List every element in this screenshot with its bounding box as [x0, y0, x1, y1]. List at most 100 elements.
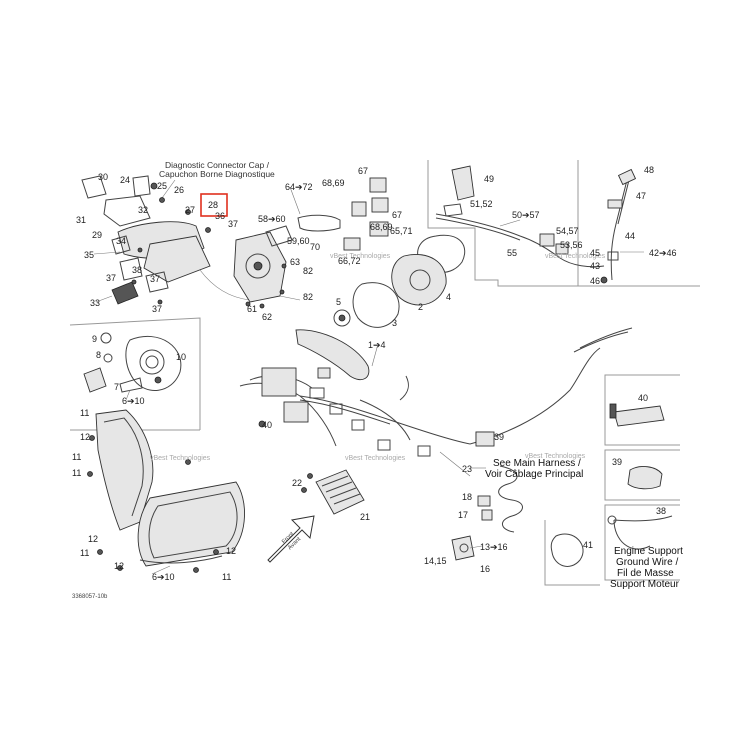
wire-42-48 [600, 168, 637, 284]
callout-65-71: 65,71 [390, 226, 413, 236]
callout-24: 24 [120, 175, 130, 185]
highlight-box-28[interactable] [200, 193, 228, 217]
panel-borders [69, 160, 700, 586]
harness-note-line-1: See Main Harness / [493, 458, 581, 469]
callout-labels: 28 24 25 26 30 31 32 27 36 37 29 34 35 3… [72, 165, 677, 582]
connector-bracket-assembly [81, 175, 251, 305]
main-harness-note: See Main Harness / Voir Câblage Principa… [470, 458, 583, 480]
callout-21: 21 [360, 512, 370, 522]
watermark-5: vBest Technologies [525, 453, 586, 460]
callout-67-b: 67 [392, 210, 402, 220]
callout-27: 27 [185, 205, 195, 215]
callout-11-c: 11 [72, 468, 81, 478]
callout-70: 70 [310, 242, 320, 252]
callout-37-d: 37 [152, 304, 162, 314]
callout-50-57: 50➔57 [512, 210, 540, 220]
ground-wire-note: Engine Support Ground Wire / Fil de Mass… [610, 546, 683, 590]
callout-12-c: 12 [226, 546, 236, 556]
callout-39-b: 39 [612, 457, 622, 467]
callout-11-d: 11 [80, 548, 89, 558]
ground-note-line-4: Support Moteur [610, 579, 680, 590]
callout-32: 32 [138, 205, 148, 215]
callout-29: 29 [92, 230, 102, 240]
callout-45: 45 [590, 248, 600, 258]
callout-44: 44 [625, 231, 635, 241]
callout-61: 61 [247, 304, 257, 314]
callout-28[interactable]: 28 [208, 200, 218, 210]
callout-25: 25 [157, 181, 167, 191]
callout-48: 48 [644, 165, 654, 175]
callout-39-a: 39 [494, 432, 504, 442]
callout-37-a: 37 [228, 219, 238, 229]
callout-12-a: 12 [80, 432, 90, 442]
callout-82-b: 82 [303, 292, 313, 302]
callout-67-a: 67 [358, 166, 368, 176]
callout-41: 41 [583, 540, 593, 550]
ground-note-line-3: Fil de Masse [617, 568, 674, 579]
callout-2: 2 [418, 302, 423, 312]
headlight-bulb-assembly [83, 332, 182, 393]
headlight-housing [87, 409, 245, 573]
callout-13-16: 13➔16 [480, 542, 508, 552]
callout-6-10-b: 6➔10 [152, 572, 175, 582]
callout-5: 5 [336, 297, 341, 307]
watermark-2: vBest Technologies [545, 253, 606, 260]
motor-assembly [233, 225, 301, 309]
cap-30-shape [81, 175, 107, 199]
ground-note-line-1: Engine Support [614, 546, 683, 557]
callout-40-b: 40 [638, 393, 648, 403]
main-harness [239, 327, 633, 457]
callout-11-b: 11 [72, 452, 81, 462]
callout-68-69-b: 68,69 [370, 222, 393, 232]
voltage-regulator [301, 469, 365, 515]
gauge-assembly [333, 234, 466, 328]
ground-note-line-2: Ground Wire / [616, 557, 678, 568]
callout-66-72: 66,72 [338, 256, 361, 266]
callout-16: 16 [480, 564, 490, 574]
callout-55: 55 [507, 248, 517, 258]
front-direction-arrow: Front Avant [267, 515, 315, 563]
callout-30: 30 [98, 172, 108, 182]
callout-33: 33 [90, 298, 100, 308]
callout-62: 62 [262, 312, 272, 322]
callout-17: 17 [458, 510, 468, 520]
callout-51-52: 51,52 [470, 199, 493, 209]
callout-37-c: 37 [150, 274, 160, 284]
callout-63: 63 [290, 257, 300, 267]
callout-47: 47 [636, 191, 646, 201]
callout-23: 23 [462, 464, 472, 474]
leader-lines [93, 186, 644, 575]
callout-46: 46 [590, 276, 600, 286]
note-line-1: Diagnostic Connector Cap / [165, 160, 270, 170]
callout-14-15: 14,15 [424, 556, 447, 566]
callout-43: 43 [590, 261, 600, 271]
callout-37-b: 37 [106, 273, 116, 283]
callout-53-56: 53,56 [560, 240, 583, 250]
callout-8: 8 [96, 350, 101, 360]
drawing-id: 3368057-10b [72, 594, 108, 600]
watermark-1: vBest Technologies [330, 253, 391, 260]
callout-11-e: 11 [222, 572, 231, 582]
handlebar-harness [435, 165, 605, 268]
callout-10: 10 [176, 352, 186, 362]
watermark-4: vBest Technologies [345, 455, 406, 462]
callout-42-46: 42➔46 [649, 248, 677, 258]
callout-82-a: 82 [303, 266, 313, 276]
note-line-2: Capuchon Borne Diagnostique [159, 169, 275, 179]
callout-40-a: 40 [262, 420, 272, 430]
callout-7: 7 [114, 382, 119, 392]
callout-59-60: 59,60 [287, 236, 310, 246]
harness-note-line-2: Voir Câblage Principal [485, 469, 583, 480]
callout-4: 4 [446, 292, 451, 302]
dess-post-assembly [451, 465, 523, 561]
callout-1-4: 1➔4 [368, 340, 386, 350]
callout-12-d: 12 [114, 561, 124, 571]
callout-38-b: 38 [656, 506, 666, 516]
callout-36: 36 [215, 211, 225, 221]
watermark-3: vBest Technologies [150, 455, 211, 462]
callout-9: 9 [92, 334, 97, 344]
callout-54-57: 54,57 [556, 226, 579, 236]
callout-12-b: 12 [88, 534, 98, 544]
watermarks: vBest Technologies vBest Technologies vB… [150, 253, 606, 462]
